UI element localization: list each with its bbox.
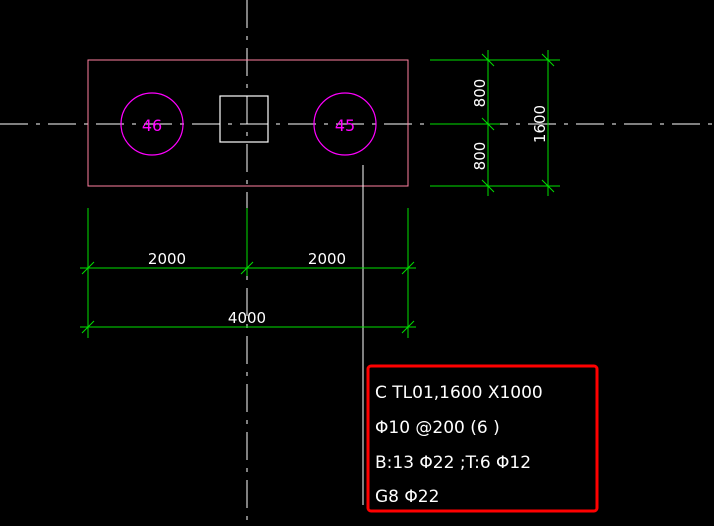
dim-label-vertical-total: 1600 (531, 105, 549, 143)
dim-label-horizontal-segment: 2000 (308, 250, 346, 268)
pile-label: 46 (142, 116, 162, 135)
pile-circle (313, 92, 377, 156)
pile-circle (120, 92, 184, 156)
annotation-line: Φ10 @200 (6 ) (375, 418, 500, 438)
dim-tick (541, 53, 555, 67)
annotation-highlight-box[interactable] (366, 364, 599, 513)
pile-left[interactable]: 46 (120, 92, 184, 156)
pile-right[interactable]: 45 (313, 92, 377, 156)
annotation-text-block: C TL01,1600 X1000 Φ10 @200 (6 ) B:13 Φ22… (375, 383, 543, 507)
annotation-line: B:13 Φ22 ;T:6 Φ12 (375, 453, 531, 473)
dim-tick (81, 261, 95, 275)
dim-tick (541, 179, 555, 193)
dim-tick (240, 261, 254, 275)
pile-label: 45 (335, 116, 355, 135)
vertical-dimension (430, 50, 560, 196)
annotation-line: C TL01,1600 X1000 (375, 383, 543, 403)
dim-tick (481, 179, 495, 193)
dim-label-horizontal-segment: 2000 (148, 250, 186, 268)
dim-tick (81, 320, 95, 334)
column-square[interactable] (219, 95, 269, 143)
dim-label-vertical-segment: 800 (471, 142, 489, 171)
pile-cap-outline[interactable] (87, 59, 409, 187)
dim-tick (481, 117, 495, 131)
dim-label-vertical-segment: 800 (471, 79, 489, 108)
annotation-line: G8 Φ22 (375, 487, 439, 507)
horizontal-dimension (80, 208, 416, 338)
dim-tick (481, 53, 495, 67)
dim-tick (401, 261, 415, 275)
dim-label-horizontal-total: 4000 (228, 309, 266, 327)
dim-tick (401, 320, 415, 334)
